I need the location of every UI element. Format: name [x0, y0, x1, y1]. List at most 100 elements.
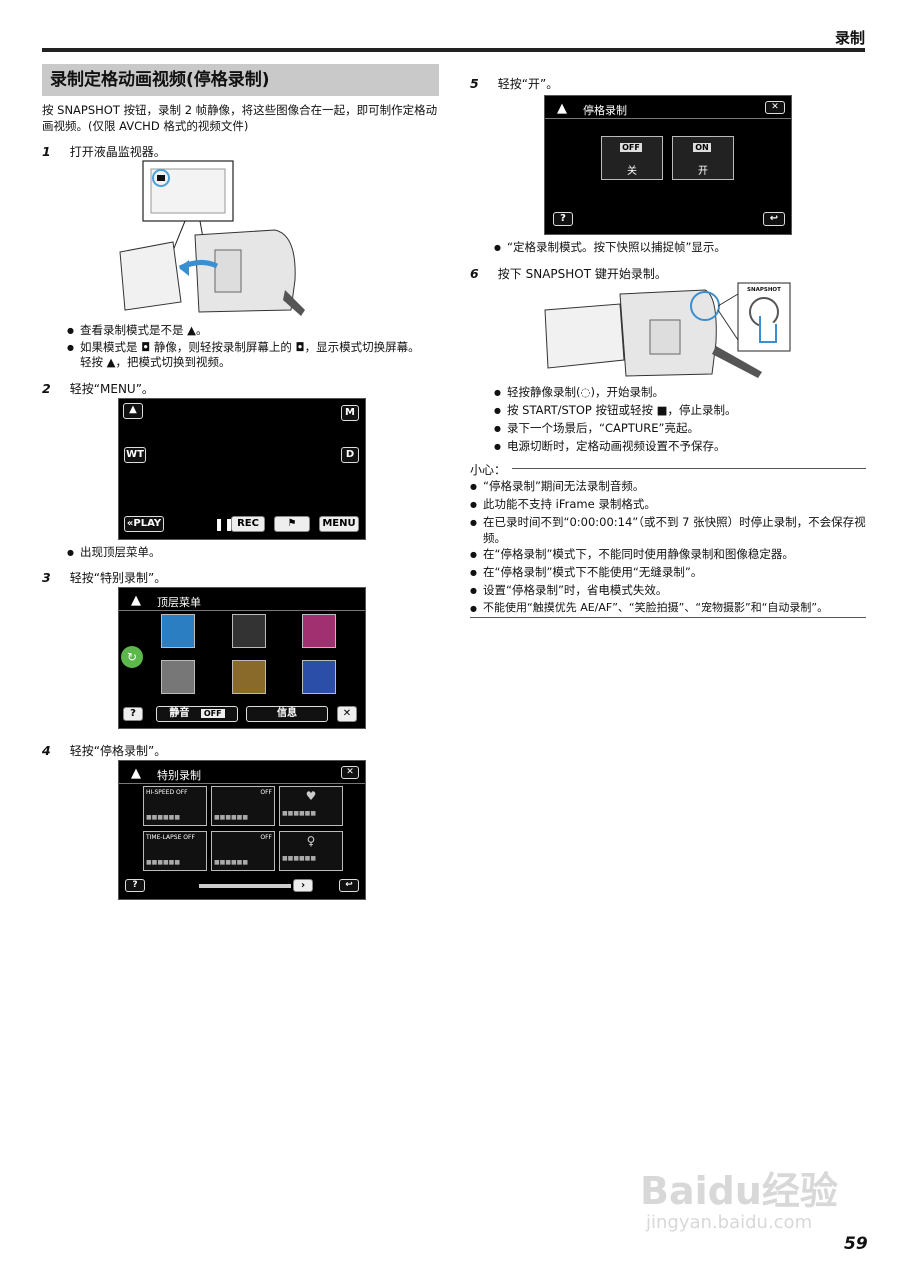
heart-icon: ♥ — [305, 789, 317, 803]
tile-label: HI-SPEED OFF — [146, 789, 188, 796]
wifi-icon[interactable] — [161, 614, 195, 648]
step6-bullet: 电源切断时，定格动画视频设置不予保存。 — [494, 438, 725, 455]
time-lapse-tile[interactable]: TIME-LAPSE OFF ■■■■■■ — [143, 831, 207, 871]
menu-button[interactable]: MENU — [319, 516, 359, 532]
step-6: 6 按下 SNAPSHOT 键开始录制。 — [470, 263, 667, 282]
next-arrow-icon[interactable]: › — [293, 879, 313, 892]
step-number: 2 — [42, 381, 51, 396]
step-5: 5 轻按“开”。 — [470, 73, 558, 92]
step1-bullet: 如果模式是 ◘ 静像，则轻按录制屏幕上的 ◘，显示模式切换屏幕。 — [67, 339, 440, 356]
step-1: 1 打开液晶监视器。 — [42, 141, 166, 160]
page-number: 59 — [844, 1234, 868, 1254]
snapshot-button-illustration — [540, 280, 802, 380]
tile-dots: ■■■■■■ — [214, 859, 249, 866]
video-mode-icon: ▲ — [557, 101, 567, 116]
mute-label: 静音 — [169, 708, 190, 719]
pause-icon: ❚❚ — [214, 517, 235, 531]
caution-title: 小心： — [470, 463, 507, 477]
step-2: 2 轻按“MENU”。 — [42, 378, 154, 397]
rec-button[interactable]: REC — [231, 516, 265, 532]
intro-text: 按 SNAPSHOT 按钮，录制 2 帧静像，将这些图像合在一起，即可制作定格动… — [42, 103, 438, 133]
step-text: 按下 SNAPSHOT 键开始录制。 — [497, 267, 667, 281]
help-button[interactable]: ? — [125, 879, 145, 892]
step-number: 6 — [470, 266, 479, 281]
step1-bullet-cont: 轻按 ▲，把模式切换到视频。 — [80, 355, 231, 369]
caution-item: 在“停格录制”模式下，不能同时使用静像录制和图像稳定器。 — [470, 546, 866, 563]
info-button[interactable]: 信息 — [246, 706, 328, 722]
special-recording-screen: ▲ 特别录制 ✕ HI-SPEED OFF ■■■■■■ OFF ■■■■■■ … — [118, 760, 366, 900]
mute-toggle[interactable]: 静音 OFF — [156, 706, 238, 722]
close-button[interactable]: ✕ — [765, 101, 785, 114]
help-button[interactable]: ? — [123, 707, 143, 721]
tile-label: TIME-LAPSE OFF — [146, 834, 195, 841]
step-text: 打开液晶监视器。 — [69, 145, 166, 159]
lens-icon[interactable] — [232, 614, 266, 648]
effect-icon[interactable] — [302, 614, 336, 648]
tile-label: OFF — [260, 834, 272, 841]
page-title: 录制定格动画视频(停格录制) — [42, 64, 439, 96]
tile-dots: ■■■■■■ — [146, 814, 181, 821]
tile-dots: ■■■■■■ — [214, 814, 249, 821]
step-number: 4 — [42, 743, 51, 758]
face-tile[interactable]: OFF ■■■■■■ — [211, 831, 275, 871]
step1-bullet: 查看录制模式是不是 ▲。 — [67, 322, 440, 339]
tile-dots: ■■■■■■ — [282, 810, 317, 817]
settings-icon[interactable] — [161, 660, 195, 694]
refresh-icon[interactable]: ↻ — [121, 646, 143, 668]
off-label: 关 — [627, 166, 637, 177]
step5-bullet: “定格录制模式。按下快照以捕捉帧”显示。 — [494, 239, 726, 256]
caution-rule — [512, 468, 866, 469]
help-button[interactable]: ? — [553, 212, 573, 226]
video-mode-icon: ▲ — [131, 593, 141, 608]
step-text: 轻按“停格录制”。 — [69, 744, 167, 758]
caution-item: “停格录制”期间无法录制音频。 — [470, 478, 866, 495]
step-number: 3 — [42, 570, 51, 585]
tile-label: OFF — [260, 789, 272, 796]
step-text: 轻按“特别录制”。 — [69, 571, 167, 585]
caution-item: 在“停格录制”模式下不能使用“无缝录制”。 — [470, 564, 866, 581]
step-4: 4 轻按“停格录制”。 — [42, 740, 166, 759]
person-icon: ♀ — [306, 834, 316, 848]
off-badge: OFF — [200, 709, 225, 718]
video-mode-icon: ▲ — [131, 766, 141, 781]
tile-dots: ■■■■■■ — [146, 859, 181, 866]
tile-dots: ■■■■■■ — [282, 855, 317, 862]
recording-screen: ▲ M WT D «PLAY ❚❚ REC ⚑ MENU — [118, 398, 366, 540]
pet-tile[interactable]: ♥ ■■■■■■ — [279, 786, 343, 826]
step6-bullet: 录下一个场景后，“CAPTURE”亮起。 — [494, 420, 699, 437]
on-option[interactable]: ON 开 — [672, 136, 734, 180]
connect-icon[interactable] — [232, 660, 266, 694]
back-icon[interactable]: ↩ — [339, 879, 359, 892]
m-button[interactable]: M — [341, 405, 359, 421]
video-mode-icon[interactable]: ▲ — [123, 403, 143, 419]
stop-motion-screen: ▲ 停格录制 ✕ OFF 关 ON 开 ? ↩ — [544, 95, 792, 235]
caution-end-rule — [470, 617, 866, 618]
flag-icon[interactable]: ⚑ — [274, 516, 310, 532]
step6-bullet: 按 START/STOP 按钮或轻按 ■，停止录制。 — [494, 402, 736, 419]
step-text: 轻按“开”。 — [497, 77, 559, 91]
hi-speed-tile[interactable]: HI-SPEED OFF ■■■■■■ — [143, 786, 207, 826]
scroll-bar[interactable] — [199, 884, 291, 888]
play-button[interactable]: «PLAY — [124, 516, 164, 532]
step6-bullet: 轻按静像录制(◌)，开始录制。 — [494, 384, 664, 401]
media-icon[interactable] — [302, 660, 336, 694]
close-button[interactable]: ✕ — [337, 706, 357, 722]
wt-button[interactable]: WT — [124, 447, 146, 463]
off-option[interactable]: OFF 关 — [601, 136, 663, 180]
step-text: 轻按“MENU”。 — [69, 382, 154, 396]
step2-bullet: 出现顶层菜单。 — [67, 544, 160, 561]
on-badge: ON — [693, 143, 711, 152]
step-number: 1 — [42, 144, 51, 159]
back-icon[interactable]: ↩ — [763, 212, 785, 226]
screen-title: 停格录制 — [583, 104, 627, 117]
d-button[interactable]: D — [341, 447, 359, 463]
auto-rec-tile[interactable]: ♀ ■■■■■■ — [279, 831, 343, 871]
top-menu-screen: ▲ 顶层菜单 ↻ ? 静音 OFF 信息 ✕ — [118, 587, 366, 729]
step-number: 5 — [470, 76, 479, 91]
snapshot-label: SNAPSHOT — [747, 287, 781, 293]
caution-item: 设置“停格录制”时，省电模式失效。 — [470, 582, 866, 599]
step-3: 3 轻按“特别录制”。 — [42, 567, 166, 586]
close-button[interactable]: ✕ — [341, 766, 359, 779]
stop-motion-tile[interactable]: OFF ■■■■■■ — [211, 786, 275, 826]
caution-item: 在已录时间不到“0:00:00:14”（或不到 7 张快照）时停止录制，不会保存… — [470, 514, 866, 546]
